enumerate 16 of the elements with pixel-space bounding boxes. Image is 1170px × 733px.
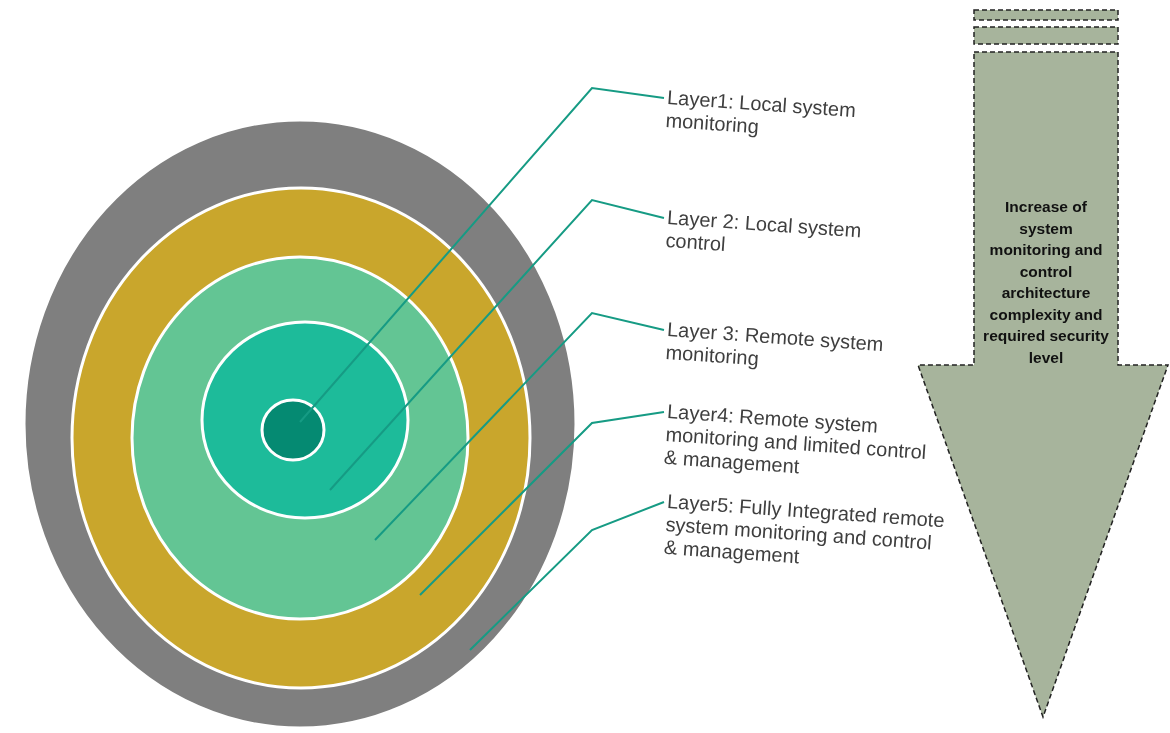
leader-line	[374, 311, 665, 541]
ring-disc	[22, 118, 578, 730]
arrow-label: Increase of system monitoring and control architecture complexity and required security level	[982, 197, 1110, 368]
leader-line	[469, 501, 665, 651]
layer-label: Layer4: Remote system monitoring and limited control & management	[663, 400, 928, 480]
leader-line	[419, 411, 665, 596]
ring-disc	[130, 255, 470, 621]
layer-label: Layer 3: Remote system monitoring	[664, 318, 886, 372]
layer-label: Layer1: Local system monitoring	[664, 86, 858, 140]
ring-disc	[260, 398, 326, 462]
ring-disc	[200, 320, 410, 520]
ring-disc	[70, 186, 532, 690]
layer-label: Layer 2: Local system control	[664, 206, 864, 258]
leader-line	[299, 86, 665, 423]
leader-line	[329, 198, 665, 491]
layer-label: Layer5: Fully Integrated remote system monitoring and control & management	[663, 490, 947, 570]
